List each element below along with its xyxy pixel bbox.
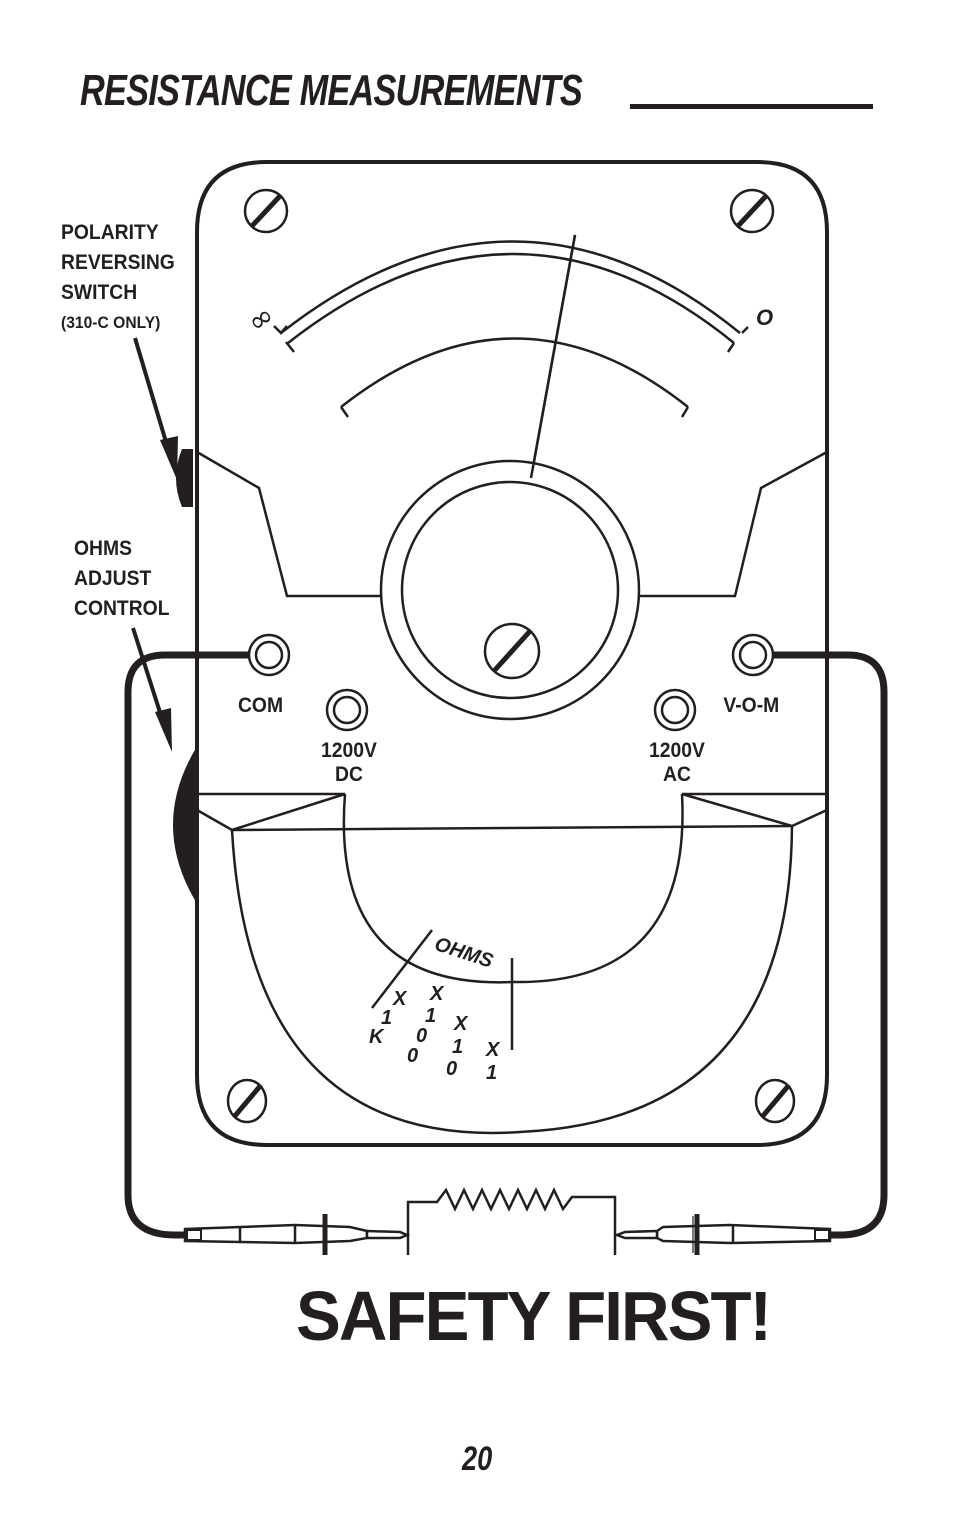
zero-symbol: O	[756, 305, 773, 330]
ac-voltage: 1200V	[649, 739, 705, 762]
callout-note: (310-C ONLY)	[61, 313, 161, 332]
callout-line: CONTROL	[74, 597, 170, 620]
scale-arc-lower	[340, 337, 689, 408]
screw-icon	[729, 188, 775, 234]
test-lead-wire-vom	[772, 651, 888, 1239]
callout-line: REVERSING	[61, 251, 175, 274]
com-jack[interactable]	[247, 633, 291, 677]
range-x1[interactable]: X 1	[485, 1039, 501, 1084]
vom-jack[interactable]	[731, 633, 775, 677]
meter-window-outline	[196, 450, 384, 598]
test-probe-right[interactable]	[613, 1214, 832, 1255]
scale-arc-inner	[287, 252, 735, 344]
range-x10[interactable]: X 1 0	[446, 1013, 469, 1080]
dc-1200v-jack[interactable]	[325, 688, 369, 732]
callout-line: SWITCH	[61, 281, 138, 304]
com-label: COM	[237, 694, 284, 717]
safety-banner: SAFETY FIRST!	[296, 1277, 772, 1355]
polarity-switch-knob[interactable]	[176, 449, 193, 507]
range-char: K	[369, 1026, 385, 1048]
ac-1200v-jack[interactable]	[653, 688, 697, 732]
vom-label: V-O-M	[723, 694, 780, 717]
arrow-icon	[155, 708, 172, 752]
dc-voltage: 1200V	[321, 739, 377, 762]
range-char: 1	[452, 1036, 463, 1058]
test-lead-wire-com	[124, 651, 250, 1239]
range-char: 0	[416, 1025, 427, 1047]
zero-adjust-hub-inner	[400, 480, 620, 700]
range-char: 0	[407, 1045, 418, 1067]
test-probe-left[interactable]	[183, 1214, 411, 1255]
range-char: X	[429, 983, 445, 1005]
meter-housing	[195, 160, 829, 1147]
range-switch-outer-arc	[230, 825, 794, 1135]
callout-line: OHMS	[74, 537, 132, 560]
screw-icon	[226, 1078, 268, 1124]
range-pointer-left	[371, 929, 433, 1009]
range-x1k[interactable]: X 1 K	[369, 988, 408, 1048]
arrow-icon	[160, 436, 178, 480]
polarity-switch-callout: POLARITY REVERSING SWITCH (310-C ONLY)	[61, 218, 175, 338]
range-char: 1	[486, 1062, 497, 1084]
ac-jack-label: 1200V AC	[646, 739, 709, 787]
screw-icon	[754, 1078, 796, 1124]
dc-type: DC	[335, 763, 363, 786]
section-title: RESISTANCE MEASUREMENTS	[80, 66, 583, 115]
range-char: 1	[381, 1007, 392, 1029]
ohms-adjust-knob[interactable]	[173, 748, 196, 902]
callout-line: POLARITY	[61, 221, 159, 244]
ac-type: AC	[663, 763, 691, 786]
range-char: X	[392, 988, 408, 1010]
ohms-adjust-callout: OHMS ADJUST CONTROL	[74, 534, 170, 624]
infinity-symbol: ∞	[241, 298, 282, 341]
range-char: 1	[425, 1005, 436, 1027]
page-number: 20	[462, 1440, 493, 1478]
screw-icon	[243, 188, 289, 234]
range-char: X	[453, 1013, 469, 1035]
range-switch-panel	[196, 792, 828, 832]
resistor-icon	[406, 1187, 617, 1255]
zero-adjust-screw[interactable]	[483, 622, 541, 680]
range-char: X	[485, 1039, 501, 1061]
range-x100[interactable]: X 1 0 0	[407, 983, 445, 1067]
scale-arc-outer	[280, 240, 741, 334]
callout-line: ADJUST	[74, 567, 152, 590]
range-switch-inner-arc	[342, 793, 684, 984]
zero-adjust-hub-outer	[379, 459, 641, 721]
range-char: 0	[446, 1058, 457, 1080]
dc-jack-label: 1200V DC	[318, 739, 381, 787]
title-rule	[630, 104, 873, 109]
range-switch-label: OHMS	[432, 933, 496, 973]
